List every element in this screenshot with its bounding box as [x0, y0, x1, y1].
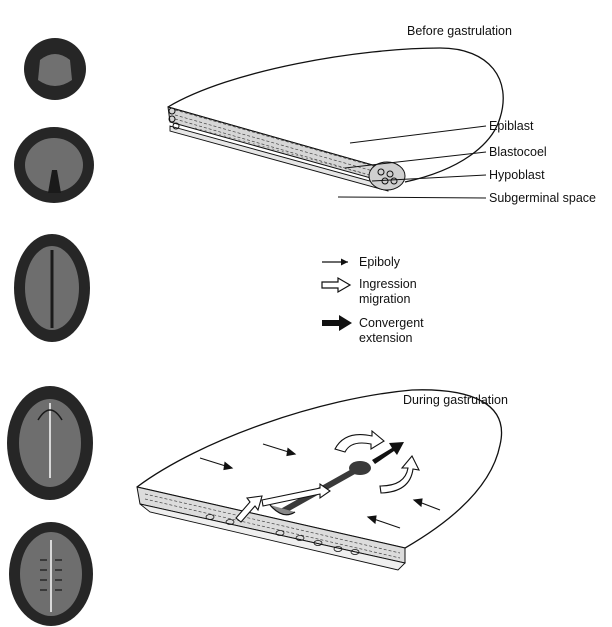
embryo-stage-2 [14, 127, 94, 203]
label-subgerminal-space: Subgerminal space [489, 191, 596, 205]
embryo-stage-1 [24, 38, 86, 100]
hollow-arrow-icon [322, 278, 350, 292]
bold-arrow-icon [322, 315, 352, 331]
legend-ingression-line1: Ingression [359, 277, 417, 291]
embryo-stage-3 [14, 234, 90, 342]
embryo-stage-4 [7, 386, 93, 500]
label-blastocoel: Blastocoel [489, 145, 547, 159]
label-hypoblast: Hypoblast [489, 168, 545, 182]
section-lower [140, 504, 405, 570]
legend-ingression-line2: migration [359, 292, 410, 306]
thin-arrow-icon [322, 259, 348, 266]
legend-convergent-line1: Convergent [359, 316, 424, 330]
embryo-stage-5 [9, 522, 93, 626]
blastoderm-during [137, 390, 502, 570]
epiblast-layer [168, 107, 390, 182]
blastoderm-before [168, 48, 503, 191]
title-during-gastrulation: During gastrulation [403, 393, 508, 407]
hypoblast-layer [170, 126, 388, 191]
legend-convergent-line2: extension [359, 331, 413, 345]
title-before-gastrulation: Before gastrulation [407, 24, 512, 38]
legend-epiboly: Epiboly [359, 255, 400, 269]
label-epiblast: Epiblast [489, 119, 533, 133]
